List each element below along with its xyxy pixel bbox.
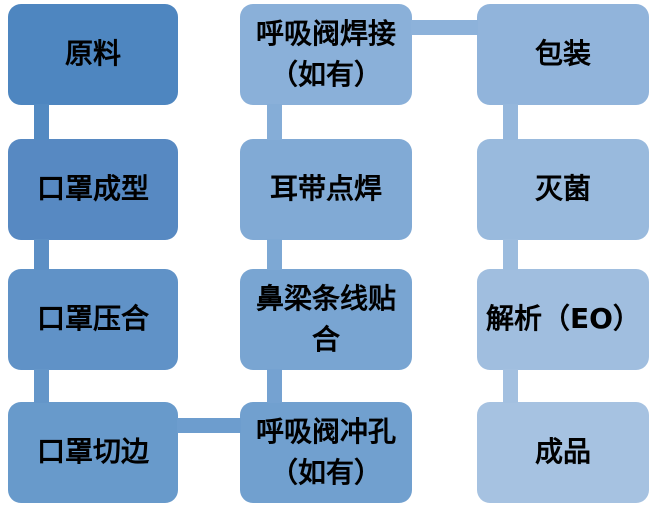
connector-valve-punching-to-nose-bridge <box>267 369 282 403</box>
connector-mask-forming-to-mask-pressing <box>34 239 49 270</box>
step-finished-product: 成品 <box>477 402 649 503</box>
connector-mask-pressing-to-mask-trimming <box>34 369 49 403</box>
step-valve-punching: 呼吸阀冲孔（如有） <box>240 402 412 503</box>
step-raw-material: 原料 <box>8 4 178 105</box>
step-sterilization: 灭菌 <box>477 139 649 240</box>
step-eo-desorption: 解析（EO） <box>477 269 649 370</box>
step-packaging: 包装 <box>477 4 649 105</box>
step-mask-pressing: 口罩压合 <box>8 269 178 370</box>
connector-ear-strap-to-valve-welding <box>267 104 282 140</box>
connector-valve-welding-to-packaging <box>411 20 478 35</box>
connector-mask-trimming-to-valve-punching <box>177 418 241 433</box>
connector-eo-desorption-to-finished-product <box>503 369 518 403</box>
step-mask-trimming: 口罩切边 <box>8 402 178 503</box>
step-nose-bridge-lamination: 鼻梁条线贴合 <box>240 269 412 370</box>
connector-sterilization-to-eo-desorption <box>503 239 518 270</box>
step-ear-strap-welding: 耳带点焊 <box>240 139 412 240</box>
connector-packaging-to-sterilization <box>503 104 518 140</box>
connector-raw-material-to-mask-forming <box>34 104 49 140</box>
connector-nose-bridge-to-ear-strap <box>267 239 282 270</box>
step-mask-forming: 口罩成型 <box>8 139 178 240</box>
step-valve-welding: 呼吸阀焊接（如有） <box>240 4 412 105</box>
